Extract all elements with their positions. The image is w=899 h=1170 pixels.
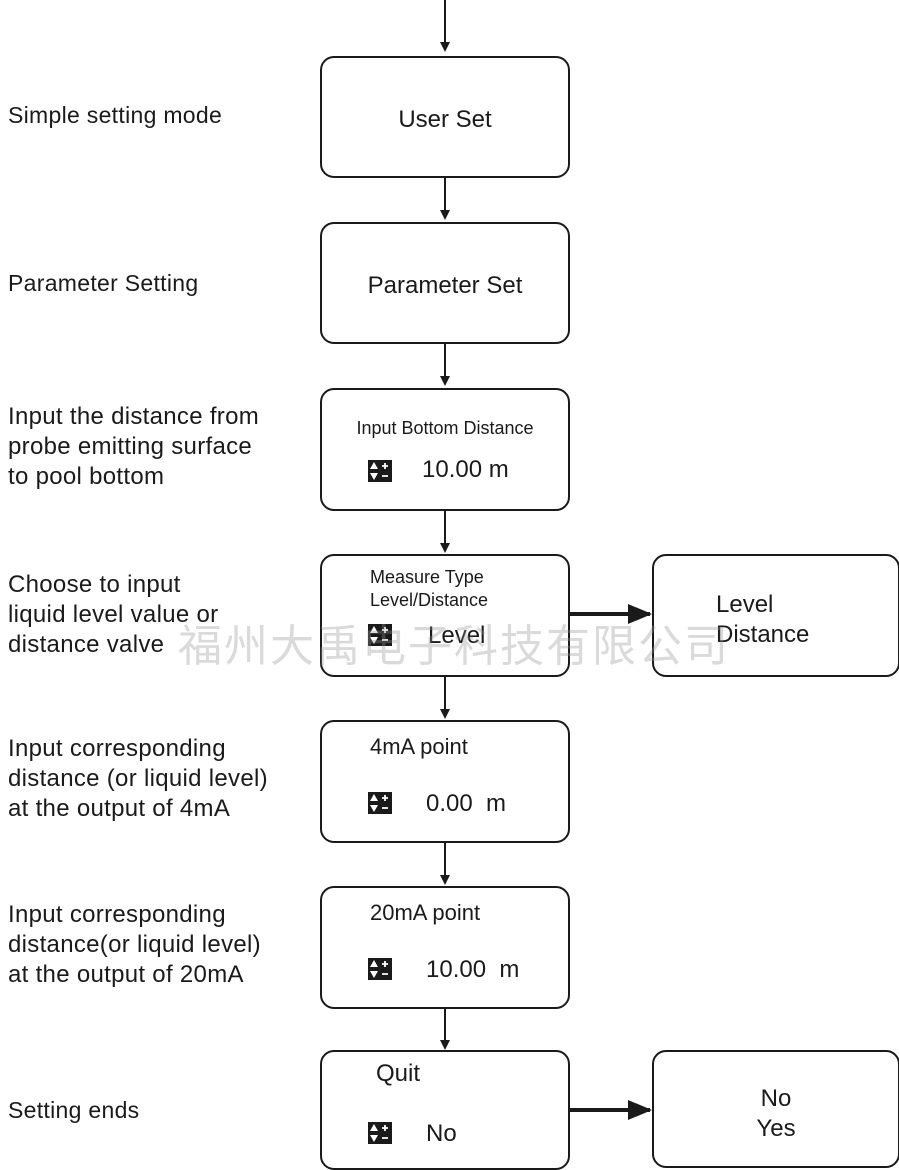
up-down-plus-minus-icon [368,792,392,814]
up-down-plus-minus-icon [368,958,392,980]
option-no[interactable]: No [760,1085,792,1112]
20ma-point-value: 10.00 m [426,956,520,983]
label-line: distance(or liquid level) [8,931,261,958]
quit-title: Quit [376,1060,421,1087]
bottom-distance-value: 10.00 m [422,456,509,483]
4ma-point-box[interactable]: 4mA point 0.00 m [320,720,570,843]
option-yes[interactable]: Yes [756,1115,796,1142]
user-set-title: User Set [398,106,492,133]
quit-options: No Yes [654,1084,898,1144]
up-down-plus-minus-icon [368,1122,392,1144]
label-line: to pool bottom [8,463,165,490]
user-set-box[interactable]: User Set [320,56,570,178]
quit-box[interactable]: Quit No [320,1050,570,1170]
label-line: Choose to input [8,571,181,598]
label-line: Input corresponding [8,901,226,928]
up-down-plus-minus-icon [368,624,392,646]
title-line: Level/Distance [370,590,489,610]
measure-type-box[interactable]: Measure Type Level/Distance Level [320,554,570,677]
measure-type-title: Measure Type Level/Distance [370,566,488,612]
label-line: Input the distance from [8,403,260,430]
label-line: probe emitting surface [8,433,253,460]
up-down-plus-minus-icon [368,460,392,482]
step-label-20ma: Input corresponding distance(or liquid l… [8,900,261,990]
step-label-simple-setting: Simple setting mode [8,102,223,128]
quit-options-box[interactable]: No Yes [652,1050,899,1168]
20ma-point-title: 20mA point [370,900,481,925]
step-label-parameter-setting: Parameter Setting [8,270,199,296]
parameter-set-title: Parameter Set [367,272,523,299]
quit-value: No [426,1120,457,1147]
label-line: at the output of 20mA [8,961,244,988]
label-line: distance valve [8,631,165,658]
option-level[interactable]: Level [716,591,774,618]
label-line: at the output of 4mA [8,795,231,822]
measure-type-options-box[interactable]: Level Distance [652,554,899,677]
20ma-point-box[interactable]: 20mA point 10.00 m [320,886,570,1009]
4ma-point-value: 0.00 m [426,790,507,817]
4ma-point-title: 4mA point [370,734,468,759]
watermark-text: 福州大禹电子科技有限公司 [178,621,730,672]
label-line: distance (or liquid level) [8,765,268,792]
bottom-distance-box[interactable]: Input Bottom Distance 10.00 m [320,388,570,511]
label-line: liquid level value or [8,601,219,628]
step-label-bottom-distance: Input the distance from probe emitting s… [8,402,259,492]
measure-type-value: Level [428,622,486,649]
measure-type-options: Level Distance [716,590,809,650]
title-line: Measure Type [370,567,484,587]
parameter-set-box[interactable]: Parameter Set [320,222,570,344]
option-distance[interactable]: Distance [716,621,810,648]
step-label-setting-ends: Setting ends [8,1097,140,1123]
step-label-measure-type: Choose to input liquid level value or di… [8,570,218,660]
bottom-distance-title: Input Bottom Distance [356,418,534,438]
label-line: Input corresponding [8,735,226,762]
step-label-4ma: Input corresponding distance (or liquid … [8,734,268,824]
